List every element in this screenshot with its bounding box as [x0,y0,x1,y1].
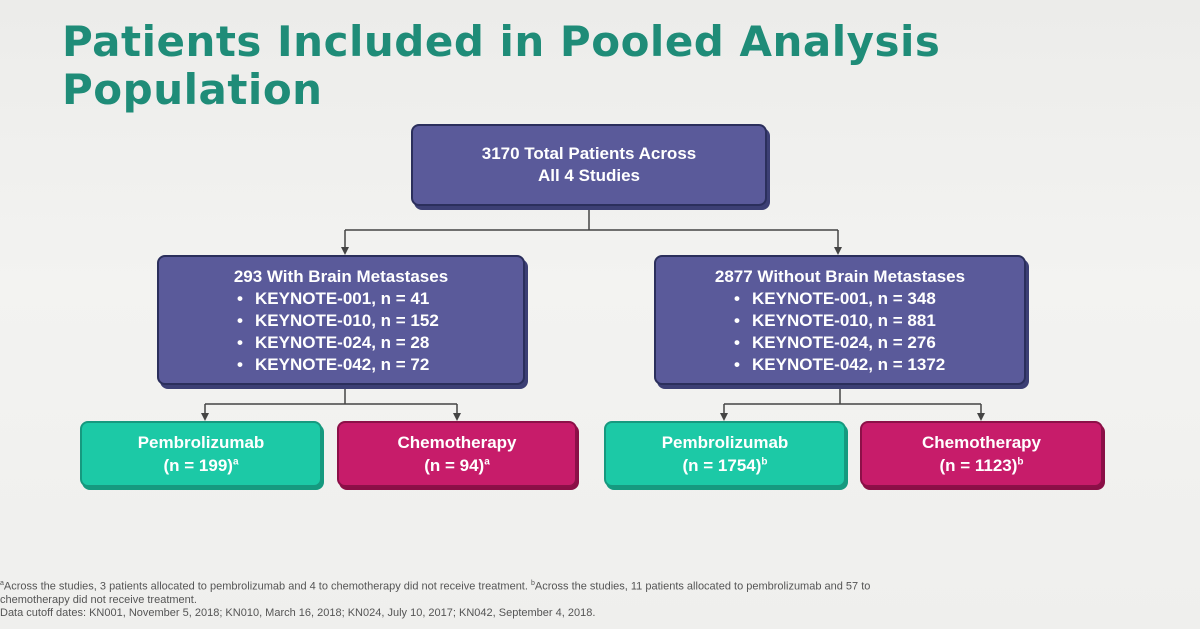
study-label: KEYNOTE-024, n = 28 [255,333,430,352]
slide-title: Patients Included in Pooled Analysis Pop… [62,18,1062,114]
footnote-b-mark: b [530,580,535,587]
total-patients-box: 3170 Total Patients Across All 4 Studies [411,124,767,206]
study-item: • KEYNOTE-001, n = 348 [734,288,1024,310]
bullet-icon: • [237,333,243,352]
bullet-icon: • [237,289,243,308]
study-label: KEYNOTE-001, n = 348 [752,289,936,308]
arm-count: (n = 1123)b [939,454,1023,477]
arm-name: Pembrolizumab [661,433,789,452]
chemotherapy-no-brain-mets-box: Chemotherapy (n = 1123)b [860,421,1103,487]
footnote-b-text: Across the studies, 11 patients allocate… [534,580,871,593]
study-label: KEYNOTE-001, n = 41 [255,289,430,308]
study-item: • KEYNOTE-001, n = 41 [237,288,523,310]
study-label: KEYNOTE-010, n = 881 [752,311,936,330]
footnote-line-2: chemotherapy did not receive treatment. [0,593,197,606]
study-item: • KEYNOTE-042, n = 72 [237,354,523,376]
study-item: • KEYNOTE-010, n = 881 [734,310,1024,332]
study-item: • KEYNOTE-010, n = 152 [237,310,523,332]
bullet-icon: • [734,333,740,352]
arm-count: (n = 94)a [424,454,490,477]
study-label: KEYNOTE-010, n = 152 [255,311,439,330]
arm-n: (n = 1754) [682,456,762,475]
study-item: • KEYNOTE-042, n = 1372 [734,354,1024,376]
arm-count: (n = 199)a [163,454,238,477]
footnotes: aAcross the studies, 3 patients allocate… [0,577,1190,620]
pembrolizumab-brain-mets-box: Pembrolizumab (n = 199)a [80,421,322,487]
footnote-line-1: aAcross the studies, 3 patients allocate… [0,577,1190,594]
total-patients-line-1: 3170 Total Patients Across [481,144,697,163]
arm-n: (n = 94) [424,456,485,475]
footnote-marker: b [1017,456,1024,468]
footnote-line-3: Data cutoff dates: KN001, November 5, 20… [0,606,596,619]
bullet-icon: • [734,289,740,308]
bullet-icon: • [237,355,243,374]
total-patients-line-2: All 4 Studies [537,166,641,185]
footnote-marker: a [232,456,239,468]
slide-title-line-2: Population [62,65,323,114]
footnote-marker: b [761,456,768,468]
pembrolizumab-no-brain-mets-box: Pembrolizumab (n = 1754)b [604,421,846,487]
study-label: KEYNOTE-042, n = 72 [255,355,430,374]
slide-title-line-1: Patients Included in Pooled Analysis [62,17,941,66]
arm-count: (n = 1754)b [682,454,767,477]
study-item: • KEYNOTE-024, n = 28 [237,332,523,354]
footnote-a-text: Across the studies, 3 patients allocated… [3,580,528,593]
arm-name: Chemotherapy [397,433,517,452]
study-label: KEYNOTE-042, n = 1372 [752,355,946,374]
footnote-marker: a [484,456,490,468]
arm-name: Pembrolizumab [137,433,265,452]
with-brain-metastases-box: 293 With Brain Metastases • KEYNOTE-001, … [157,255,525,385]
bullet-icon: • [734,355,740,374]
chemotherapy-brain-mets-box: Chemotherapy (n = 94)a [337,421,577,487]
without-brain-metastases-heading: 2877 Without Brain Metastases [714,267,966,286]
with-brain-metastases-study-list: • KEYNOTE-001, n = 41 • KEYNOTE-010, n = 1… [159,288,523,376]
arm-n: (n = 199) [163,456,233,475]
study-label: KEYNOTE-024, n = 276 [752,333,936,352]
footnote-a-mark: a [0,580,4,587]
arm-name: Chemotherapy [921,433,1042,452]
without-brain-metastases-box: 2877 Without Brain Metastases • KEYNOTE-0… [654,255,1026,385]
bullet-icon: • [734,311,740,330]
study-item: • KEYNOTE-024, n = 276 [734,332,1024,354]
arm-n: (n = 1123) [939,456,1018,475]
without-brain-metastases-study-list: • KEYNOTE-001, n = 348 • KEYNOTE-010, n = … [656,288,1024,376]
with-brain-metastases-heading: 293 With Brain Metastases [233,267,449,286]
bullet-icon: • [237,311,243,330]
